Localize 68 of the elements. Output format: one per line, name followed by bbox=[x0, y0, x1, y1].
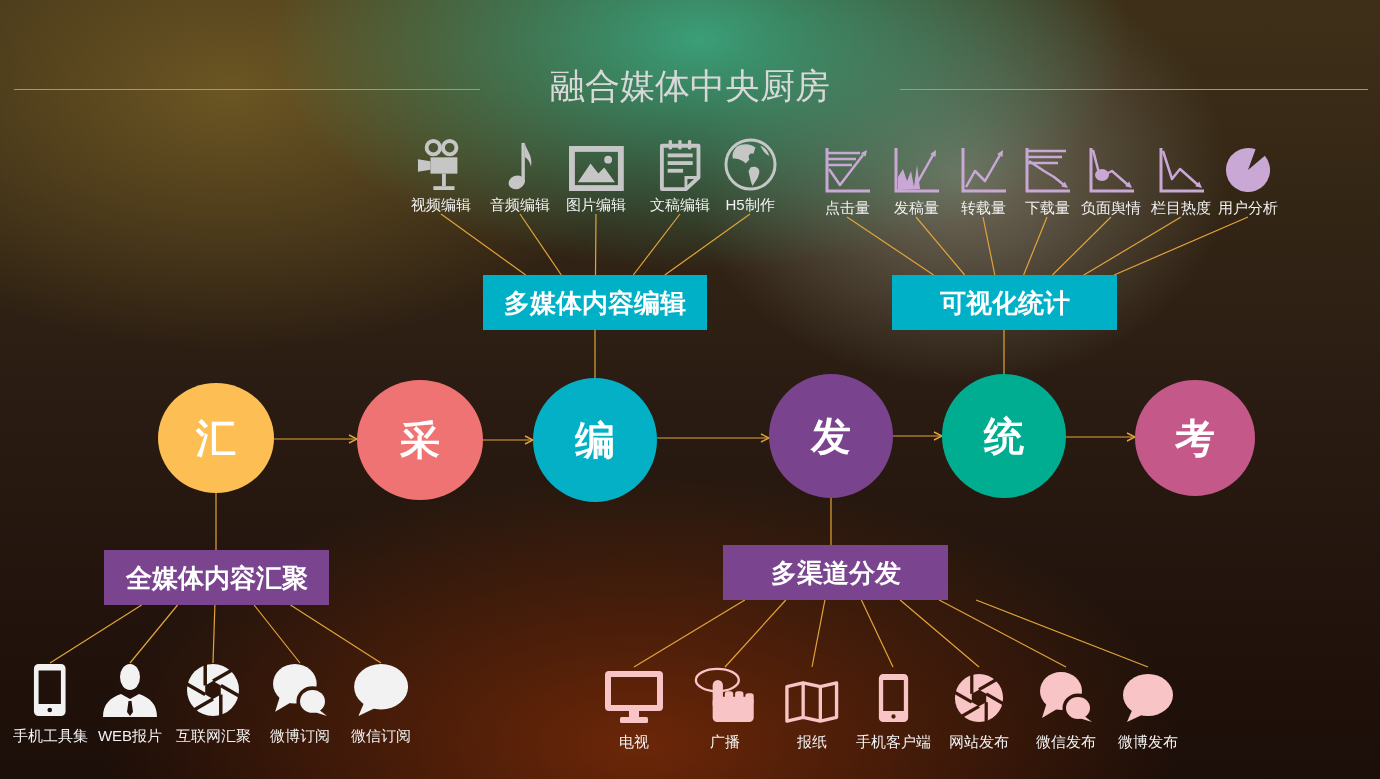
arrow bbox=[892, 431, 943, 441]
step-circle: 编 bbox=[533, 378, 657, 502]
icon-label: 栏目热度 bbox=[1151, 199, 1211, 217]
title: 融合媒体中央厨房 bbox=[550, 66, 830, 106]
icon-label: 下载量 bbox=[1024, 199, 1070, 217]
connector-line bbox=[915, 216, 966, 276]
arrow bbox=[273, 434, 358, 444]
icon-label: 报纸 bbox=[797, 733, 827, 751]
step-circle: 发 bbox=[769, 374, 893, 498]
icon-label: 转载量 bbox=[960, 199, 1006, 217]
icon-label: 微信发布 bbox=[1036, 733, 1096, 751]
icon-label: WEB报片 bbox=[97, 727, 163, 745]
connector-line bbox=[519, 213, 562, 276]
connector-line bbox=[253, 604, 301, 664]
step-circle: 考 bbox=[1135, 380, 1255, 496]
category-box: 多媒体内容编辑 bbox=[483, 275, 707, 330]
icon-label: 手机工具集 bbox=[12, 727, 88, 745]
connector-line bbox=[1023, 216, 1048, 276]
step-circle: 汇 bbox=[158, 383, 274, 493]
connector-line bbox=[982, 216, 996, 276]
connector-line bbox=[212, 604, 216, 664]
connector-line bbox=[724, 599, 787, 668]
connector-line bbox=[1083, 216, 1182, 276]
icon-label: 互联网汇聚 bbox=[175, 727, 251, 745]
step-circle: 统 bbox=[942, 374, 1066, 498]
icon-label: 负面舆情 bbox=[1081, 199, 1141, 217]
connector-line bbox=[594, 213, 597, 276]
connector-line bbox=[215, 492, 217, 551]
icon-label: 用户分析 bbox=[1218, 199, 1278, 217]
connector-line bbox=[1003, 329, 1005, 375]
icon-label: 微信订阅 bbox=[351, 727, 411, 745]
icon-label: 微博发布 bbox=[1118, 733, 1178, 751]
connector-line bbox=[811, 599, 826, 668]
icon-label: H5制作 bbox=[725, 196, 775, 214]
connector-line bbox=[846, 216, 935, 276]
arrow bbox=[482, 435, 534, 445]
arrow bbox=[1065, 432, 1136, 442]
category-box: 可视化统计 bbox=[892, 275, 1117, 330]
icon-label: 发稿量 bbox=[893, 199, 939, 217]
connector-line bbox=[632, 213, 681, 276]
connector-line bbox=[440, 213, 527, 276]
step-circle: 采 bbox=[357, 380, 483, 500]
connector-line bbox=[49, 604, 143, 664]
connector-line bbox=[289, 604, 382, 664]
icon-label: 手机客户端 bbox=[855, 733, 931, 751]
connector-line bbox=[1113, 216, 1249, 276]
icon-label: 视频编辑 bbox=[411, 196, 471, 214]
connector-line bbox=[1051, 216, 1112, 276]
connector-line bbox=[938, 599, 1067, 668]
category-box: 全媒体内容汇聚 bbox=[104, 550, 329, 605]
icon-label: 文稿编辑 bbox=[650, 196, 710, 214]
icon-label: 点击量 bbox=[824, 199, 870, 217]
icon-label: 电视 bbox=[619, 733, 649, 751]
connector-line bbox=[633, 599, 746, 668]
connector-line bbox=[664, 213, 751, 276]
category-box: 多渠道分发 bbox=[723, 545, 948, 600]
connector-line bbox=[129, 604, 179, 664]
connector-line bbox=[975, 599, 1149, 668]
connector-line bbox=[830, 497, 832, 546]
arrow bbox=[656, 433, 770, 443]
icon-label: 微博订阅 bbox=[270, 727, 330, 745]
connector-line bbox=[860, 599, 894, 668]
icon-label: 网站发布 bbox=[949, 733, 1009, 751]
icon-label: 音频编辑 bbox=[490, 196, 550, 214]
icon-label: 广播 bbox=[710, 733, 740, 751]
connector-line bbox=[899, 599, 980, 668]
connector-line bbox=[594, 329, 596, 379]
icon-label: 图片编辑 bbox=[566, 196, 626, 214]
